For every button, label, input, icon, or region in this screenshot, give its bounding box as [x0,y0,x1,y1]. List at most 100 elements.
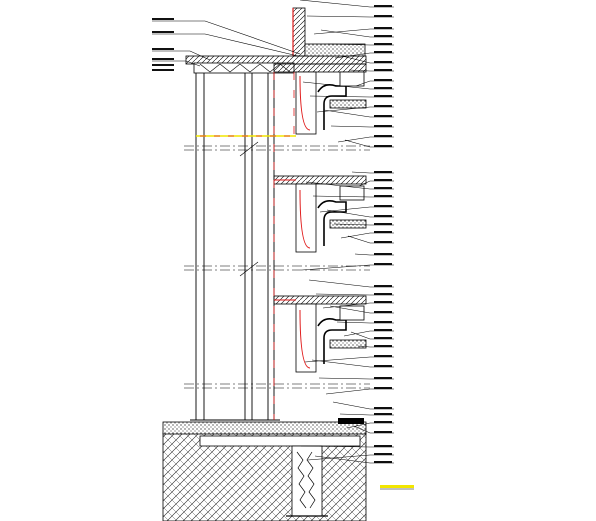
callout-leader [306,15,394,18]
callout-leader [351,171,394,174]
callout-tag [374,285,392,287]
callout-tag [374,413,392,415]
callout-leader [304,356,394,363]
callout-tag [374,125,392,127]
callout-tag [374,421,392,423]
callout-leader [354,253,394,256]
callout-leader [327,43,394,46]
callout-leader [350,331,394,340]
callout-tag [374,377,392,379]
callout-tag [374,293,392,295]
callout-leader [353,425,394,434]
callout-leader [325,388,394,395]
callout-tag [374,5,392,7]
callout-leader [358,180,394,187]
callout-leader [313,28,394,35]
floor-1 [184,63,370,157]
callout-tag [374,79,392,81]
callout-tag [374,51,392,53]
callout-tag [374,69,392,71]
callout-tag [374,387,392,389]
callout-leader [329,305,394,314]
callout-leader [341,55,394,64]
callout-tag [374,171,392,173]
callout-tag [374,329,392,331]
callout-tag [374,461,392,463]
callout-leader [300,445,394,448]
callout-leader [316,106,394,113]
callout-leader [355,80,394,87]
floor-3 [184,295,370,389]
callout-tag [374,431,392,433]
callout-leader [348,69,394,72]
callout-tag [374,321,392,323]
callout-leader [299,0,394,8]
parapet [185,7,367,74]
callout-leader [314,455,394,464]
callout-tag [374,87,392,89]
callout-tag [374,43,392,45]
callout-leader [302,81,394,90]
foundation [162,418,367,521]
callout-leader [322,302,394,309]
callout-tag [374,105,392,107]
callout-leader [330,125,394,128]
floor-2 [184,175,370,277]
callout-tag [374,27,392,29]
callout-tag [374,15,392,17]
callout-leader [357,345,394,348]
callout-leader [343,330,394,337]
callout-leader [339,413,394,416]
callout-tag [374,35,392,37]
callout-tag [374,195,392,197]
callout-leader [333,223,394,226]
callout-leader [344,139,394,148]
red-guides [273,72,295,420]
callout-tag [374,231,392,233]
callout-tag [374,355,392,357]
callout-tag [374,301,392,303]
callout-leader [326,209,394,218]
callout-leader [347,235,394,244]
callout-tag [374,311,392,313]
callout-tag [374,223,392,225]
callout-leader [311,359,394,368]
callout-leader [301,264,394,271]
callout-tag [374,61,392,63]
callout-tag [374,407,392,409]
callout-leader [337,136,394,143]
left-callouts [152,18,301,71]
callout-tag [374,187,392,189]
callout-tag [374,135,392,137]
right-callouts [299,0,394,464]
callout-leader [318,377,394,380]
callout-tag [374,263,392,265]
callout-leader [312,195,394,198]
callout-tag [374,179,392,181]
callout-tag [374,95,392,97]
callout-tag [374,445,392,447]
callout-tag [374,145,392,147]
callout-leader [340,232,394,239]
callout-leader [323,109,394,118]
vertical-frame [190,70,280,421]
callout-tag [374,337,392,339]
callout-leader [305,181,394,190]
callout-tag [374,241,392,243]
legend-swatch [380,485,414,488]
callout-leader [332,401,394,410]
callout-tag [374,345,392,347]
callout-leader [334,52,394,59]
callout-tag [374,205,392,207]
callout-leader [308,279,394,288]
callout-tag [374,115,392,117]
callout-tag [374,215,392,217]
callout-leader [320,29,394,38]
callout-tag [374,365,392,367]
callout-tag [374,453,392,455]
callout-tag [374,253,392,255]
callout-leader [336,321,394,324]
callout-leader [307,454,394,461]
callout-leader [309,95,394,98]
